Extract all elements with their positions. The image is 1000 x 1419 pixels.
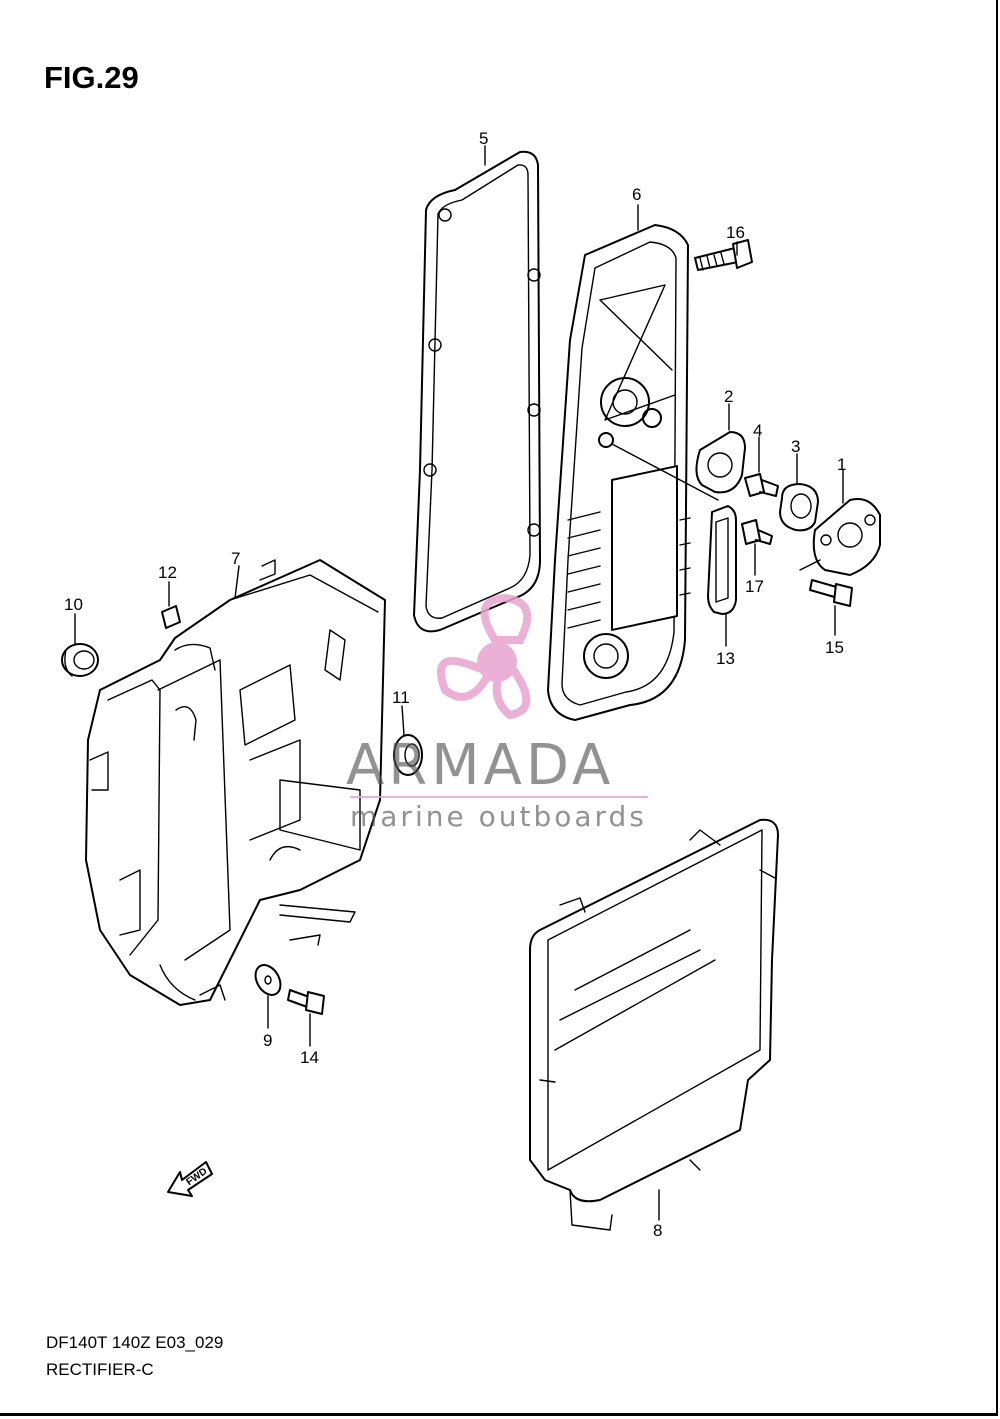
model-code: DF140T 140Z E03_029 [46, 1333, 224, 1352]
part-16-bolt[interactable] [694, 239, 753, 271]
fwd-arrow: FWD [167, 1161, 213, 1197]
watermark-brand: ARMADA [346, 733, 614, 798]
callout-7: 7 [231, 549, 240, 568]
watermark-tagline: marine outboards [350, 800, 647, 833]
part-9-washer[interactable] [250, 961, 285, 1000]
callout-17: 17 [745, 577, 764, 596]
leader-lines [74, 145, 844, 1221]
callout-12: 12 [158, 563, 177, 582]
callout-labels: 1 2 3 4 5 6 7 8 9 10 11 12 13 14 15 16 1… [64, 129, 846, 1240]
callout-4: 4 [753, 421, 762, 440]
part-2-small-gasket[interactable] [695, 431, 746, 494]
part-14-bolt[interactable] [287, 989, 325, 1015]
part-1-clamp[interactable] [812, 498, 881, 576]
callout-8: 8 [653, 1221, 662, 1240]
callout-10: 10 [64, 595, 83, 614]
part-11-grommet[interactable] [393, 734, 423, 776]
part-7-holder[interactable] [85, 559, 386, 1006]
part-15-bolt[interactable] [799, 559, 853, 607]
part-4-screw[interactable] [744, 473, 779, 497]
callout-15: 15 [825, 638, 844, 657]
callout-16: 16 [726, 223, 745, 242]
callout-2: 2 [724, 387, 733, 406]
part-10-grommet[interactable] [61, 643, 99, 677]
part-5-gasket[interactable] [413, 150, 541, 633]
callout-6: 6 [632, 185, 641, 204]
part-6-base-plate[interactable] [547, 224, 719, 721]
propeller-icon [437, 593, 532, 720]
callout-14: 14 [300, 1048, 319, 1067]
part-13-clip[interactable] [707, 505, 737, 615]
callout-13: 13 [716, 649, 735, 668]
callout-9: 9 [263, 1031, 272, 1050]
part-17-screw[interactable] [741, 519, 773, 545]
figure-title: FIG.29 [44, 60, 139, 95]
callout-5: 5 [479, 129, 488, 148]
callout-11: 11 [392, 688, 410, 707]
section-name: RECTIFIER-C [46, 1360, 154, 1379]
part-3-collar[interactable] [779, 483, 819, 532]
callout-1: 1 [837, 455, 846, 474]
part-8-cover[interactable] [529, 818, 779, 1231]
callout-3: 3 [791, 437, 800, 456]
watermark-logo: ARMADA marine outboards [346, 593, 648, 833]
part-12-block[interactable] [161, 605, 181, 629]
